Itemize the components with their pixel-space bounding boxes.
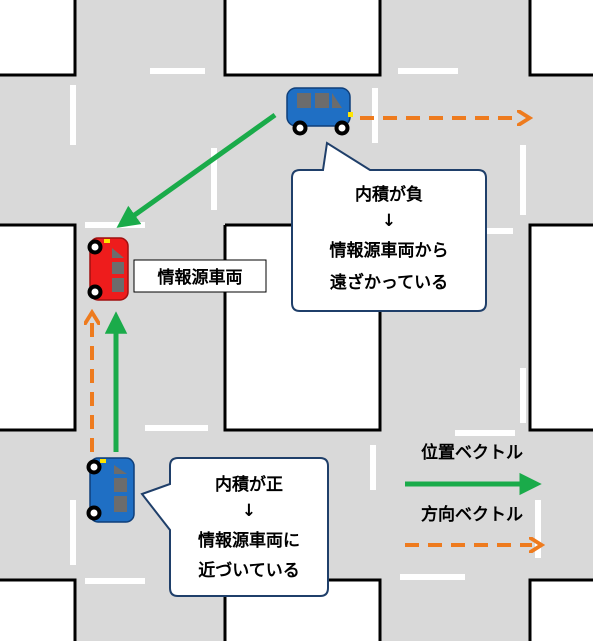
legend-position-vector-label: 位置ベクトル xyxy=(421,442,523,463)
lane-markings xyxy=(70,68,541,584)
callout-negative-bubble xyxy=(291,141,487,312)
callout-positive-arrow: ↓ xyxy=(242,501,256,521)
position-vector-arrow-top xyxy=(116,112,277,228)
callout-negative-line1: 内積が負 xyxy=(355,184,423,205)
callout-positive-line3: 近づいている xyxy=(198,560,300,581)
callout-negative-line3: 遠ざかっている xyxy=(330,272,448,293)
callout-negative-arrow: ↓ xyxy=(382,211,396,231)
source-vehicle-label-box xyxy=(133,259,267,293)
callout-positive-line1: 内積が正 xyxy=(215,474,283,495)
callout-negative-line2: 情報源車両から xyxy=(330,240,449,261)
road-vertical-right xyxy=(380,0,530,641)
source-vehicle xyxy=(87,237,129,301)
callout-positive-line2: 情報源車両に xyxy=(198,530,300,551)
legend: 位置ベクトル 方向ベクトル xyxy=(405,442,535,545)
source-vehicle-label: 情報源車両 xyxy=(158,267,243,288)
callout-positive-bubble xyxy=(140,457,329,597)
legend-direction-vector-label: 方向ベクトル xyxy=(421,504,523,525)
vehicle-moving-away xyxy=(286,87,353,136)
vehicle-approaching xyxy=(86,457,135,523)
